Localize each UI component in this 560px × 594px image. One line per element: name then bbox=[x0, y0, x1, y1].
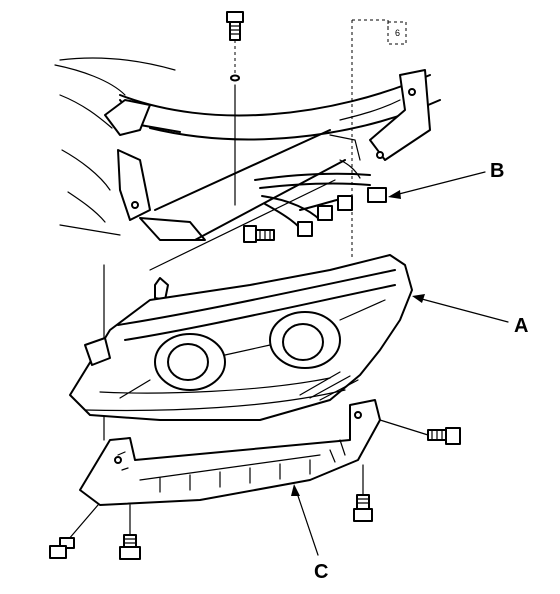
wire-harness bbox=[254, 159, 387, 237]
connector-socket-icon bbox=[317, 205, 333, 221]
lower-bracket bbox=[79, 399, 381, 506]
headlight-unit bbox=[69, 254, 413, 421]
callout-label-a: A bbox=[514, 315, 528, 337]
harness-bolt-icon bbox=[243, 225, 275, 243]
reference-mark: 6 bbox=[395, 28, 400, 38]
callout-arrow-a bbox=[412, 294, 509, 323]
connector-socket-icon bbox=[337, 195, 353, 211]
reference-box: 6 bbox=[351, 19, 407, 260]
lower-right-bolt-icon bbox=[353, 464, 373, 522]
leader-line-right-bolt bbox=[379, 419, 429, 436]
fender-frame bbox=[54, 57, 441, 271]
lower-left-bolt-icon bbox=[49, 504, 99, 559]
callout-label-b: B bbox=[490, 160, 504, 182]
callout-arrow-c bbox=[291, 484, 319, 556]
connector-socket-icon bbox=[297, 221, 313, 237]
callout-arrow-b bbox=[388, 171, 486, 199]
top-bolt-icon bbox=[226, 11, 244, 82]
connector-plug-icon bbox=[367, 187, 387, 203]
right-bolt-icon bbox=[427, 427, 461, 445]
lower-center-bolt-icon bbox=[119, 504, 141, 560]
callout-label-c: C bbox=[314, 561, 328, 583]
